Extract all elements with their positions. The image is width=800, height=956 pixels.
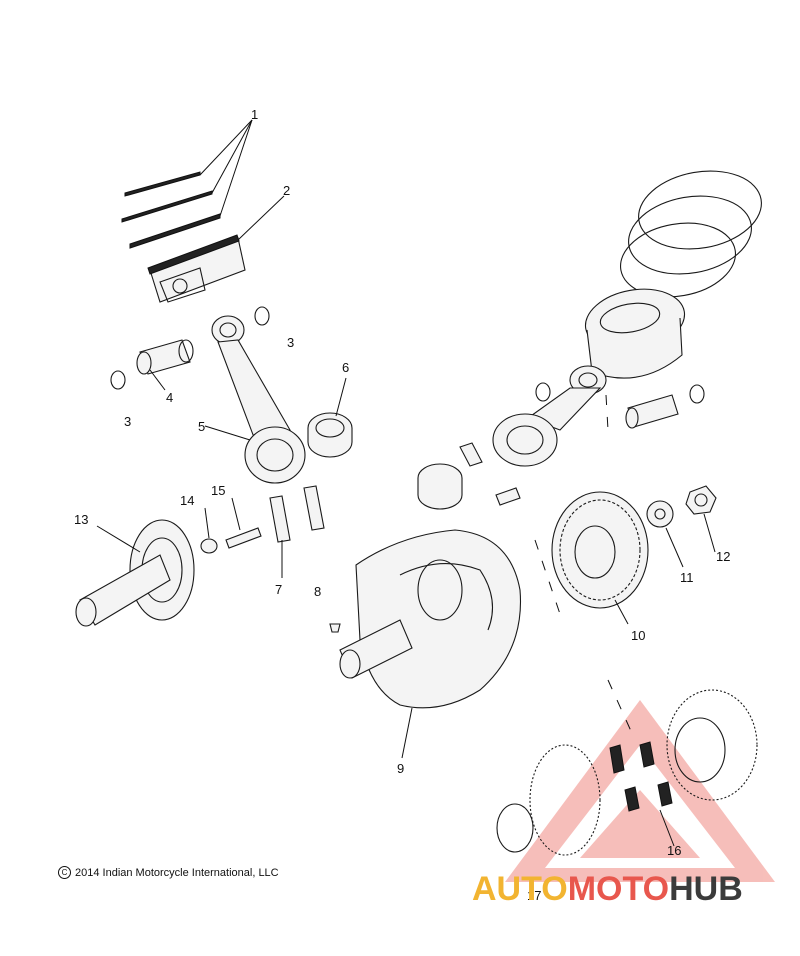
brand-part-auto: AUTO — [472, 870, 568, 908]
callout-9: 9 — [397, 761, 404, 776]
piston-right — [584, 288, 686, 379]
rod-bolts — [269, 485, 325, 543]
callout-2: 2 — [283, 183, 290, 198]
callout-7: 7 — [275, 582, 282, 597]
rod-bearing — [307, 412, 353, 458]
brand-part-hub: HUB — [669, 870, 743, 908]
lower-gears — [529, 689, 758, 856]
snap-rings-right — [535, 382, 705, 404]
rod-bearing-right — [417, 463, 463, 510]
callout-12: 12 — [716, 549, 730, 564]
washer-bolt — [200, 527, 262, 554]
copyright-notice: C 2014 Indian Motorcycle International, L… — [58, 866, 279, 879]
callout-4: 4 — [166, 390, 173, 405]
crankshaft — [339, 529, 522, 709]
callout-14: 14 — [180, 493, 194, 508]
copyright-icon: C — [58, 866, 71, 879]
connecting-rod-left — [211, 315, 306, 484]
drive-gear — [551, 491, 649, 609]
woodruff-key — [329, 623, 341, 633]
brand-part-moto: MOTO — [567, 870, 670, 908]
copyright-text: 2014 Indian Motorcycle International, LL… — [75, 867, 279, 879]
callout-6: 6 — [342, 360, 349, 375]
callout-15: 15 — [211, 483, 225, 498]
piston-left — [147, 234, 246, 303]
callout-1: 1 — [251, 107, 258, 122]
callout-13: 13 — [74, 512, 88, 527]
callout-5: 5 — [198, 419, 205, 434]
snap-ring-left — [110, 306, 270, 390]
balancer-shaft — [75, 519, 195, 627]
piston-rings-right — [619, 170, 762, 298]
callout-3-right: 3 — [287, 335, 294, 350]
callout-11: 11 — [680, 570, 694, 585]
leader-lines — [96, 119, 716, 847]
callout-3-left: 3 — [124, 414, 131, 429]
watermark-brand: AUTOMOTOHUB — [472, 870, 743, 909]
piston-rings-left — [121, 171, 221, 249]
callout-16: 16 — [667, 843, 681, 858]
washer-nut — [646, 485, 717, 528]
snap-ring-17 — [496, 803, 534, 853]
callouts: 1 2 3 3 4 5 6 7 8 9 10 11 12 13 14 15 16… — [74, 107, 730, 903]
watermark-logo — [505, 700, 775, 882]
rod-bolts-right — [459, 442, 521, 506]
callout-17: 17 — [527, 888, 541, 903]
piston-pin — [136, 339, 194, 375]
connecting-rod-right — [492, 365, 607, 467]
callout-8: 8 — [314, 584, 321, 599]
piston-pin-right — [625, 394, 679, 429]
callout-10: 10 — [631, 628, 645, 643]
